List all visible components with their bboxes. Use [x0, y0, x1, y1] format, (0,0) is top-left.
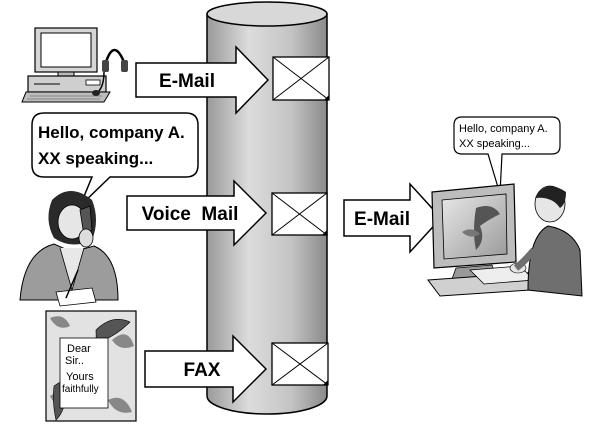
email-out-label: E-Mail — [354, 209, 410, 230]
email-in-label: E-Mail — [159, 71, 215, 92]
fax-letter-icon: Dear Sir.. Yours faithfully — [45, 310, 137, 422]
fax-letter-line1: Dear — [67, 343, 91, 355]
envelope-icon — [271, 192, 328, 236]
fax-letter-line3: Yours — [66, 371, 94, 383]
envelope-icon — [272, 56, 330, 101]
woman-on-phone-icon — [19, 191, 119, 307]
fax-letter-line2: Sir.. — [65, 355, 84, 367]
email-out-arrow: E-Mail — [343, 182, 443, 254]
headset-icon — [92, 48, 128, 96]
man-at-computer-icon — [427, 183, 583, 297]
email-in-arrow: E-Mail — [135, 45, 270, 115]
envelope-icon — [271, 342, 329, 386]
desktop-computer-icon — [21, 27, 111, 103]
recipient-bubble-line2: XX speaking... — [459, 138, 530, 150]
caller-bubble-line1: Hello, company A. — [38, 123, 185, 142]
caller-speech-bubble: Hello, company A. XX speaking... — [31, 112, 199, 207]
voice-mail-label: Voice Mail — [142, 204, 239, 225]
fax-letter-line4: faithfully — [62, 384, 99, 395]
caller-bubble-line2: XX speaking... — [38, 149, 153, 168]
message-store-cylinder — [206, 1, 328, 415]
recipient-speech-bubble: Hello, company A. XX speaking... — [453, 116, 561, 195]
recipient-bubble-line1: Hello, company A. — [459, 123, 548, 135]
fax-label: FAX — [184, 360, 221, 381]
voice-mail-arrow: Voice Mail — [126, 179, 268, 247]
fax-arrow: FAX — [144, 334, 268, 404]
